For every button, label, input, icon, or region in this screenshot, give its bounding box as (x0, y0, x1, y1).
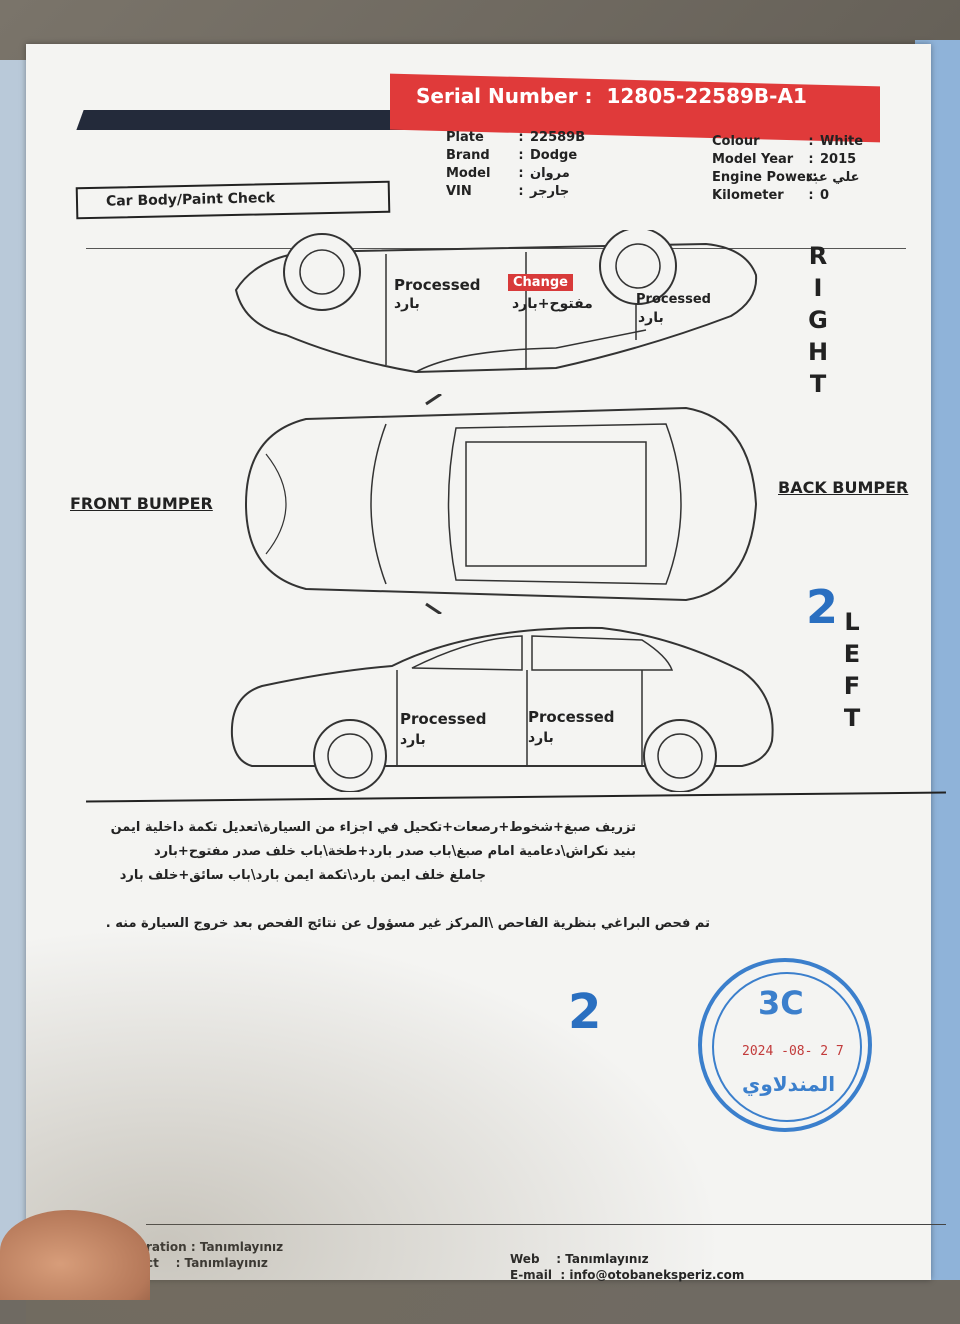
inspection-stamp: 3C 2024 -08- 2 7 المندلاوي (698, 958, 872, 1132)
kilometer-label: Kilometer (712, 188, 784, 203)
back-bumper-label: BACK BUMPER (778, 478, 909, 497)
engine-row: Engine Power:علي عبد (712, 170, 860, 185)
kilometer-value: 0 (820, 188, 830, 203)
vin-label: VIN (446, 184, 472, 199)
footer-row-2: ct : Tanımlayınız (146, 1256, 268, 1270)
footer-web-row: Web : Tanımlayınız (510, 1252, 649, 1266)
model-value: مروان (530, 166, 570, 181)
left-rear-door-status: Processed (528, 708, 615, 726)
stamp-date: 2024 -08- 2 7 (742, 1044, 844, 1059)
left-side-label: L E F T (843, 608, 861, 732)
header-dark-stripe (76, 110, 414, 130)
inspection-report-page: Serial Number : 12805-22589B-A1 Plate:22… (26, 44, 946, 1324)
kilometer-row: Kilometer:0 (712, 188, 830, 203)
car-top-view-diagram (244, 394, 758, 614)
brand-row: Brand:Dodge (446, 148, 578, 163)
notes-line-1: تزريف صبغ+شخوط+رصعات+تكحيل في اجزاء من ا… (110, 820, 636, 835)
right-front-door-status: Processed (394, 276, 481, 294)
model-year-value: 2015 (820, 152, 857, 167)
notes-line-2: بنيد نكراش\دعامية امام صبغ\باب صدر بارد+… (154, 844, 636, 859)
model-label: Model (446, 166, 491, 181)
brand-value: Dodge (530, 148, 578, 163)
brand-label: Brand (446, 148, 490, 163)
plate-label: Plate (446, 130, 484, 145)
colour-row: Colour:White (712, 134, 864, 149)
left-front-door-status-ar: بارد (400, 732, 426, 748)
right-front-door-status-ar: بارد (394, 296, 420, 312)
vin-row: VIN:جارجر (446, 184, 570, 199)
section-title-box: Car Body/Paint Check (75, 180, 391, 220)
front-bumper-label: FRONT BUMPER (70, 494, 213, 513)
diagram-divider (86, 791, 946, 803)
inspection-disclaimer: تم فحص البراغي بنظرية الفاحص \المركز غير… (105, 916, 710, 931)
car-left-side-diagram (230, 626, 774, 792)
footer-email-row: E-mail : info@otobaneksperiz.com (510, 1268, 745, 1282)
left-rear-door-status-ar: بارد (528, 730, 554, 746)
car-right-side-diagram (234, 230, 758, 374)
footer-row-1: ration : Tanımlayınız (146, 1240, 284, 1254)
right-rear-fender-status: Processed (636, 292, 711, 307)
notes-line-3: جاملغ خلف ايمن بارد\تكمة ايمن بارد\باب س… (119, 868, 486, 883)
vin-value: جارجر (530, 184, 570, 199)
right-side-label: R I G H T (807, 242, 829, 398)
serial-number: Serial Number : 12805-22589B-A1 (416, 84, 807, 108)
stamp-code: 3C (758, 984, 804, 1022)
serial-label: Serial Number : (416, 84, 593, 108)
plate-row: Plate:22589B (446, 130, 586, 145)
colour-value: White (820, 134, 864, 149)
engine-label: Engine Power: (712, 170, 818, 185)
colour-label: Colour (712, 134, 760, 149)
handwritten-number-2: 2 (568, 984, 602, 1040)
engine-value: علي عبد (806, 170, 860, 185)
serial-value: 12805-22589B-A1 (606, 84, 807, 108)
model-year-row: Model Year:2015 (712, 152, 857, 167)
handwritten-number-2-diagram: 2 (806, 580, 839, 634)
model-year-label: Model Year (712, 152, 794, 167)
right-rear-door-status-ar: مفتوح+بارد (512, 296, 593, 312)
stamp-inner-ring (712, 972, 862, 1122)
right-rear-fender-status-ar: بارد (638, 310, 664, 326)
plate-value: 22589B (530, 130, 586, 145)
stamp-signature-name: المندلاوي (742, 1072, 836, 1096)
footer-divider (146, 1224, 946, 1225)
section-title: Car Body/Paint Check (105, 190, 276, 210)
model-row: Model:مروان (446, 166, 570, 181)
left-front-door-status: Processed (400, 710, 487, 728)
right-rear-door-change-badge: Change (508, 274, 573, 291)
